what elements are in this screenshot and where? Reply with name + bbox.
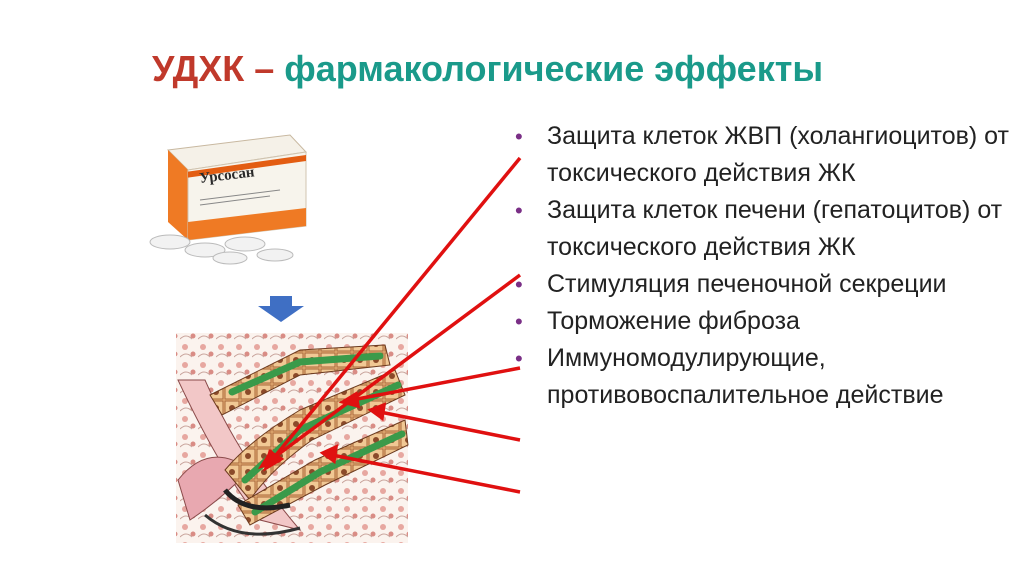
list-item: •Стимуляция печеночной секреции [515,266,1015,303]
title-text: фармакологические эффекты [284,48,824,89]
list-item: •Защита клеток ЖВП (холангиоцитов) от то… [515,118,1015,192]
bullet-icon: • [515,198,523,223]
title-dash: – [254,48,275,89]
title-abbrev: УДХК [152,48,245,89]
effects-list: •Защита клеток ЖВП (холангиоцитов) от то… [515,118,1015,414]
bullet-icon: • [515,272,523,297]
bullet-icon: • [515,346,523,371]
down-arrow-icon [258,296,304,322]
drug-package-image: Урсосан [149,134,308,265]
bullet-icon: • [515,309,523,334]
list-item: •Торможение фиброза [515,303,1015,340]
bullet-icon: • [515,124,523,149]
list-item: •Иммуномодулирующие, противовоспалительн… [515,340,1015,414]
package-label: Урсосан [199,164,256,187]
slide-title: УДХК – фармакологические эффекты [152,48,823,90]
pointer-arrows [257,156,522,494]
list-item: •Защита клеток печени (гепатоцитов) от т… [515,192,1015,266]
